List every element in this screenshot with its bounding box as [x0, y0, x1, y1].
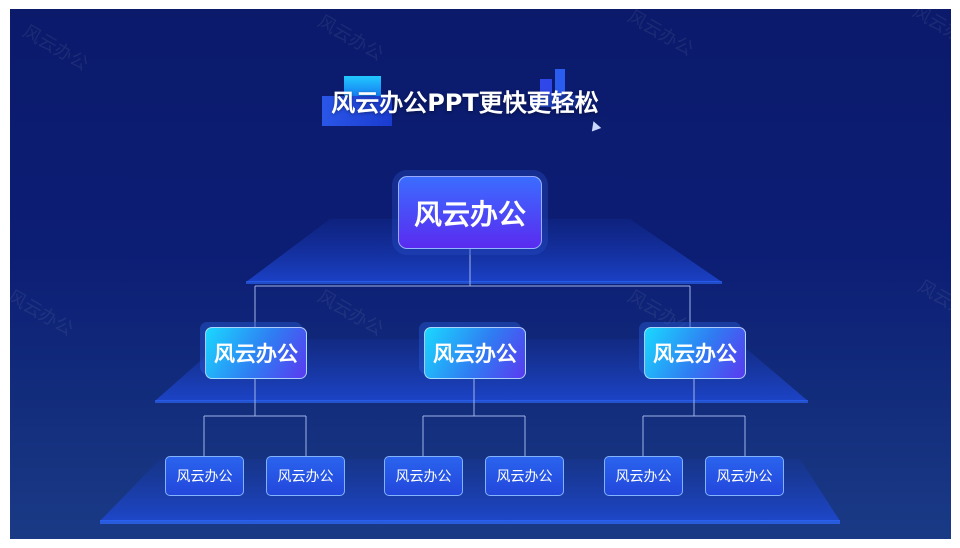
title-decoration	[322, 96, 392, 126]
branch-node: 风云办公	[424, 327, 526, 379]
slide: 风云办公 风云办公 风云办公 风云办公 风云办公 风云办公 风云办公 风云办公 …	[10, 9, 951, 539]
title-decoration	[555, 69, 565, 95]
leaf-node: 风云办公	[384, 456, 463, 496]
branch-node: 风云办公	[205, 327, 307, 379]
title-decoration	[540, 79, 552, 95]
pyramid-tier-top	[246, 219, 722, 282]
pyramid-tier-edge	[100, 520, 840, 524]
root-node: 风云办公	[398, 176, 542, 249]
leaf-node: 风云办公	[266, 456, 345, 496]
branch-node: 风云办公	[644, 327, 746, 379]
connector-lines	[203, 247, 746, 456]
title-decoration	[344, 76, 381, 98]
pyramid-tier-edge	[155, 400, 808, 403]
leaf-node: 风云办公	[165, 456, 244, 496]
leaf-node: 风云办公	[604, 456, 683, 496]
pyramid-tier-edge	[246, 281, 722, 284]
page-title: 风云办公PPT更快更轻松	[331, 89, 599, 117]
title-decoration	[530, 95, 600, 107]
leaf-node: 风云办公	[485, 456, 564, 496]
leaf-node: 风云办公	[705, 456, 784, 496]
